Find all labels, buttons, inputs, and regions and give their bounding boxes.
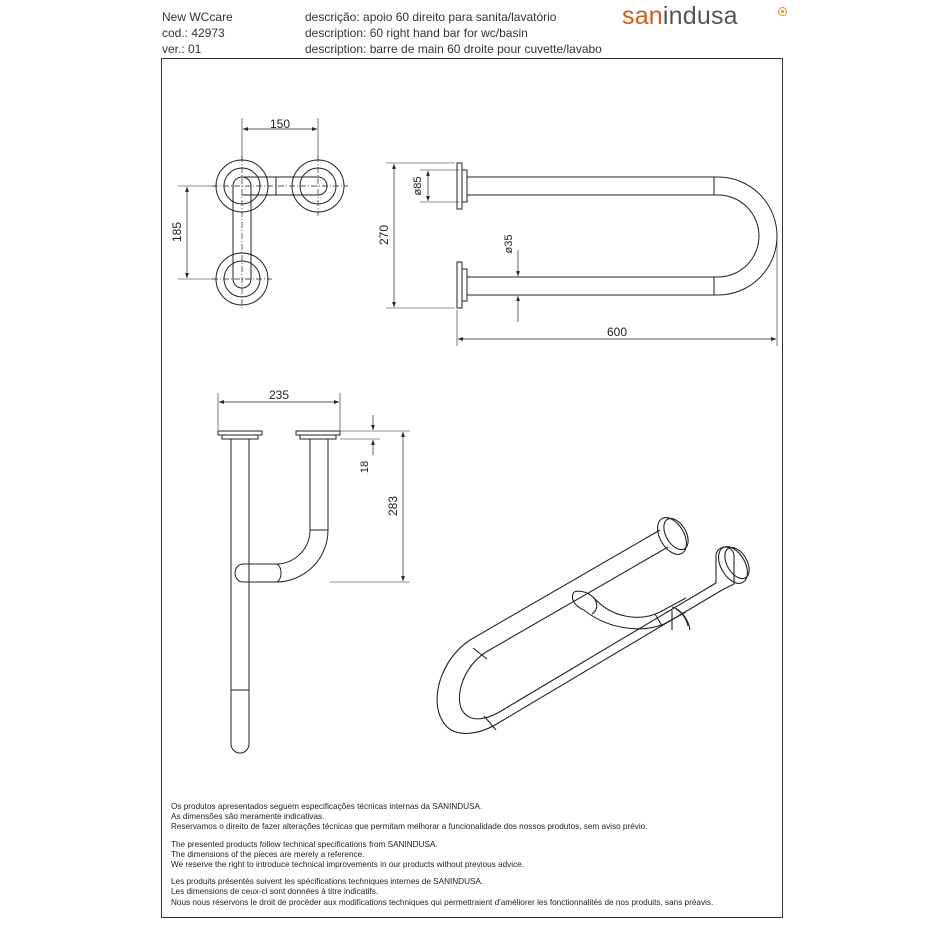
product-name: New WCcare	[162, 10, 233, 24]
dim-front-flange: 18	[359, 461, 371, 473]
description-en: description: 60 right hand bar for wc/ba…	[305, 26, 528, 40]
note-line: Les produits présentés suivent les spéci…	[171, 877, 484, 887]
isometric-view	[436, 517, 750, 734]
description-fr: description: barre de main 60 droite pou…	[305, 42, 602, 56]
drawing-frame	[161, 58, 783, 918]
side-view: 270 ø85 ø35 600	[377, 162, 778, 346]
dim-front-height: 283	[386, 496, 400, 516]
notes-pt: Os produtos apresentados seguem especifi…	[171, 802, 713, 833]
side-bar-outline	[467, 176, 778, 296]
note-line: Les dimensions de ceux-ci sont données à…	[171, 887, 379, 897]
front-view: 235 18 283	[217, 388, 410, 754]
product-version: ver.: 01	[162, 42, 202, 56]
logo-part-indusa: indusa	[662, 2, 738, 30]
notes-en: The presented products follow technical …	[171, 840, 713, 871]
dim-top-depth: 185	[170, 222, 184, 242]
disclaimer-notes: Os produtos apresentados seguem especifi…	[171, 802, 713, 915]
description-pt: descrição: apoio 60 direito para sanita/…	[305, 10, 557, 24]
notes-fr: Les produits présentés suivent les spéci…	[171, 877, 713, 908]
dim-side-flange: ø85	[412, 177, 424, 196]
logo-part-san: san	[622, 2, 663, 30]
note-line: Os produtos apresentados seguem especifi…	[171, 802, 483, 811]
front-long-tube	[230, 439, 250, 754]
top-view: 150 185	[170, 117, 348, 310]
iso-upper-tube	[469, 529, 661, 641]
iso-flange-middle	[718, 546, 748, 584]
note-line: Nous nous réservons le droit de procéder…	[171, 897, 714, 907]
dim-side-tube: ø35	[503, 235, 515, 254]
front-flange-left	[217, 430, 263, 436]
dim-front-width: 235	[269, 388, 289, 402]
product-code: cod.: 42973	[162, 26, 225, 40]
front-flange-right	[295, 430, 341, 436]
side-flange-bottom	[456, 261, 463, 309]
note-line: The dimensions of the pieces are merely …	[171, 849, 365, 859]
logo-mark-icon	[778, 7, 787, 16]
dim-side-length: 600	[607, 325, 627, 339]
dim-side-height: 270	[377, 225, 391, 245]
note-line: Reservamos o direito de fazer alterações…	[171, 822, 648, 832]
iso-flange-upper	[657, 517, 687, 555]
header-product-info: New WCcare cod.: 42973 ver.: 01	[162, 9, 233, 57]
note-line: The presented products follow technical …	[171, 839, 438, 849]
sanindusa-logo: sanindusa	[622, 2, 738, 31]
note-line: As dimensões são meramente indicativas.	[171, 812, 325, 822]
dim-top-width: 150	[270, 117, 290, 131]
note-line: We reserve the right to introduce techni…	[171, 860, 524, 870]
header-descriptions: descrição: apoio 60 direito para sanita/…	[305, 9, 602, 57]
